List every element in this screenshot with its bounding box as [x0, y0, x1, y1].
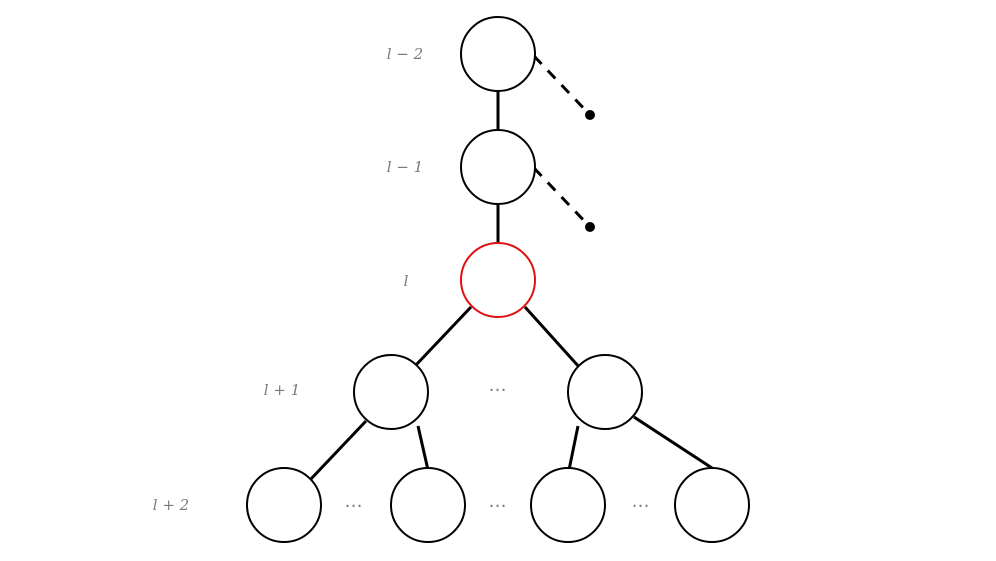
dashed-edge-l-1 [532, 166, 592, 229]
ellipsis-level-l+2-right: ⋯ [631, 495, 651, 517]
edge-right-child-to-leaf-4 [633, 415, 713, 470]
level-label-l-plus-1: l + 1 [263, 381, 301, 399]
ellipsis-level-l+2-left: ⋯ [344, 495, 364, 517]
node-level-l+2-leaf-4 [674, 467, 750, 543]
dashed-edge-l-2 [532, 54, 592, 117]
node-level-l+1-left [353, 354, 429, 430]
node-level-l-2 [460, 16, 536, 92]
node-level-l-1 [460, 129, 536, 205]
level-label-l-minus-1: l − 1 [386, 158, 424, 176]
ellipsis-level-l+2-middle: ⋯ [488, 495, 508, 517]
edge-l-to-right-child [523, 305, 582, 370]
edge-right-child-to-leaf-3 [567, 425, 580, 471]
dashed-endpoint-l-1 [585, 222, 595, 232]
edge-left-child-to-leaf-1 [308, 419, 368, 482]
edge-l-to-left-child [414, 305, 473, 367]
node-level-l+2-leaf-1 [246, 467, 322, 543]
ellipsis-level-l+1: ⋯ [488, 379, 508, 401]
node-level-l-current [460, 242, 536, 318]
level-label-l-minus-2: l − 2 [386, 45, 424, 63]
level-label-l: l [403, 272, 409, 290]
level-label-l-plus-2: l + 2 [152, 496, 190, 514]
dashed-endpoint-l-2 [585, 110, 595, 120]
edge-left-child-to-leaf-2 [416, 425, 430, 471]
node-level-l+1-right [567, 354, 643, 430]
node-level-l+2-leaf-3 [530, 467, 606, 543]
node-level-l+2-leaf-2 [390, 467, 466, 543]
